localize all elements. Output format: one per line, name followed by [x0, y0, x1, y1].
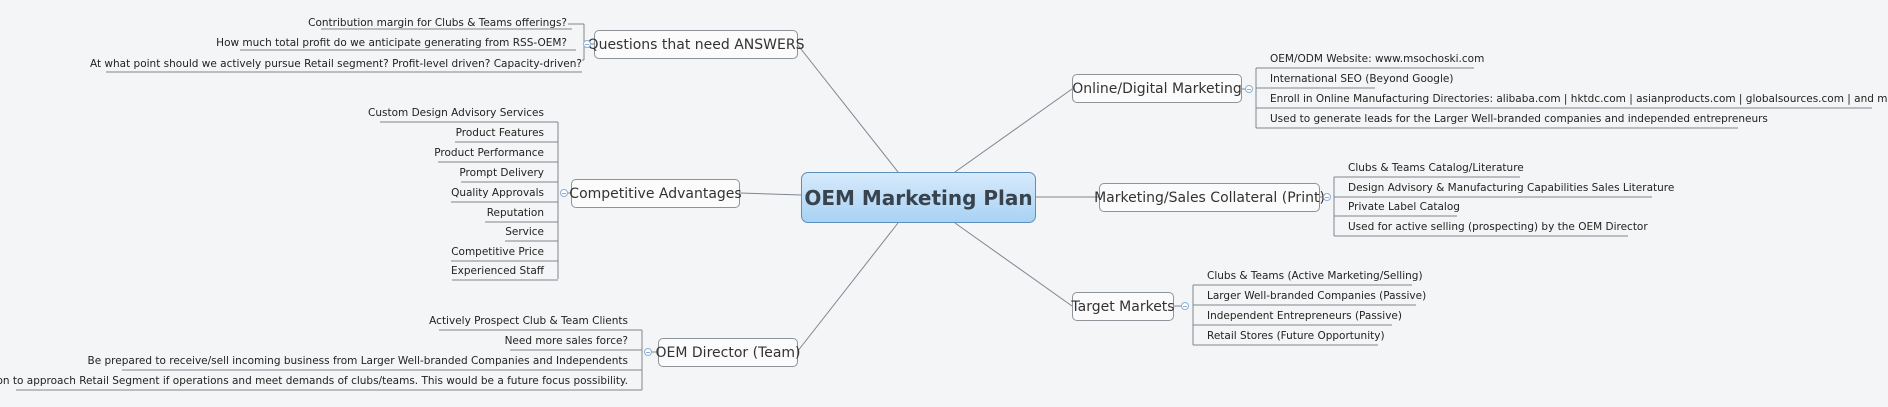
bracket-collateral — [1320, 177, 1335, 236]
branch-collateral-label: Marketing/Sales Collateral (Print) — [1094, 189, 1325, 206]
collapse-toggle-collateral[interactable] — [1323, 193, 1331, 201]
leaf-competitive-4[interactable]: Prompt Delivery — [459, 167, 544, 179]
collapse-toggle-questions[interactable] — [583, 40, 591, 48]
branch-questions[interactable]: Questions that need ANSWERS — [588, 30, 804, 59]
collapse-toggle-competitive[interactable] — [560, 189, 568, 197]
bracket-target — [1174, 285, 1194, 345]
connector-competitive — [739, 192, 802, 196]
branch-competitive[interactable]: Competitive Advantages — [569, 179, 742, 208]
leaf-competitive-6[interactable]: Reputation — [486, 207, 544, 219]
leaf-competitive-7[interactable]: Service — [505, 226, 544, 238]
branch-online-label: Online/Digital Marketing — [1072, 80, 1242, 97]
connector-online — [954, 88, 1073, 173]
leaf-collateral-2[interactable]: Design Advisory & Manufacturing Capabili… — [1348, 182, 1675, 194]
branch-online[interactable]: Online/Digital Marketing — [1072, 74, 1242, 103]
leaf-competitive-8[interactable]: Competitive Price — [451, 246, 544, 258]
branch-director-label: OEM Director (Team) — [655, 344, 801, 361]
collapse-toggle-target[interactable] — [1181, 302, 1189, 310]
leaf-competitive-9[interactable]: Experienced Staff — [450, 265, 544, 277]
leaf-competitive-1[interactable]: Custom Design Advisory Services — [368, 107, 544, 119]
connector-target — [954, 222, 1073, 307]
leaf-director-3[interactable]: Be prepared to receive/sell incoming bus… — [87, 355, 628, 367]
leaf-target-3[interactable]: Independent Entrepreneurs (Passive) — [1207, 310, 1402, 322]
leaf-collateral-1[interactable]: Clubs & Teams Catalog/Literature — [1348, 162, 1524, 174]
leaf-director-4[interactable]: Option to approach Retail Segment if ope… — [0, 375, 628, 387]
collapse-toggle-director[interactable] — [644, 348, 652, 356]
leaf-collateral-3[interactable]: Private Label Catalog — [1348, 201, 1460, 213]
leaf-competitive-2[interactable]: Product Features — [455, 127, 544, 139]
connector-director — [796, 222, 899, 353]
leaf-target-4[interactable]: Retail Stores (Future Opportunity) — [1207, 330, 1385, 342]
leaf-online-2[interactable]: International SEO (Beyond Google) — [1270, 73, 1454, 85]
branch-competitive-label: Competitive Advantages — [569, 185, 742, 202]
leaf-target-2[interactable]: Larger Well-branded Companies (Passive) — [1207, 290, 1427, 302]
branch-collateral[interactable]: Marketing/Sales Collateral (Print) — [1094, 183, 1325, 212]
leaf-director-1[interactable]: Actively Prospect Club & Team Clients — [429, 315, 628, 327]
leaf-competitive-3[interactable]: Product Performance — [434, 147, 544, 159]
leaf-questions-2[interactable]: How much total profit do we anticipate g… — [216, 37, 567, 49]
leaf-competitive-5[interactable]: Quality Approvals — [451, 187, 544, 199]
leaf-collateral-4[interactable]: Used for active selling (prospecting) by… — [1348, 221, 1648, 233]
leaf-online-1[interactable]: OEM/ODM Website: www.msochoski.com — [1270, 53, 1485, 65]
leaf-questions-1[interactable]: Contribution margin for Clubs & Teams of… — [308, 17, 567, 29]
leaf-online-4[interactable]: Used to generate leads for the Larger We… — [1270, 113, 1768, 125]
branch-director[interactable]: OEM Director (Team) — [655, 338, 801, 367]
connector-questions — [796, 43, 899, 173]
branch-target-label: Target Markets — [1071, 298, 1175, 315]
leaf-director-2[interactable]: Need more sales force? — [504, 335, 628, 347]
leaf-online-3[interactable]: Enroll in Online Manufacturing Directori… — [1270, 93, 1888, 105]
bracket-online — [1242, 68, 1257, 128]
central-topic-title: OEM Marketing Plan — [804, 185, 1033, 210]
leaf-questions-3[interactable]: At what point should we actively pursue … — [89, 58, 582, 70]
branch-questions-label: Questions that need ANSWERS — [587, 36, 805, 53]
collapse-toggle-online[interactable] — [1245, 85, 1253, 93]
branch-target[interactable]: Target Markets — [1071, 292, 1175, 321]
central-topic[interactable]: OEM Marketing Plan — [801, 172, 1036, 223]
leaf-target-1[interactable]: Clubs & Teams (Active Marketing/Selling) — [1207, 270, 1423, 282]
